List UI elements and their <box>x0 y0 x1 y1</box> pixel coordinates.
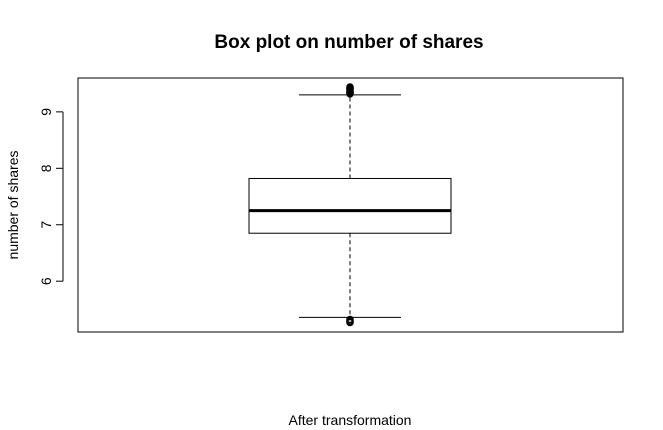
interquartile-box <box>248 177 452 234</box>
y-tick-label: 7 <box>38 221 54 229</box>
y-tick-label: 8 <box>38 164 54 172</box>
x-axis-label: After transformation <box>289 412 412 428</box>
outlier-point <box>346 83 354 91</box>
outlier-point <box>346 318 354 327</box>
y-axis-ticks: 6 7 8 9 <box>38 108 63 285</box>
box-plot <box>248 83 452 327</box>
y-tick-label: 6 <box>38 277 54 285</box>
y-tick-label: 9 <box>38 108 54 116</box>
plot-frame <box>77 77 624 333</box>
chart-title: Box plot on number of shares <box>214 32 483 53</box>
y-axis-label: number of shares <box>5 151 21 260</box>
